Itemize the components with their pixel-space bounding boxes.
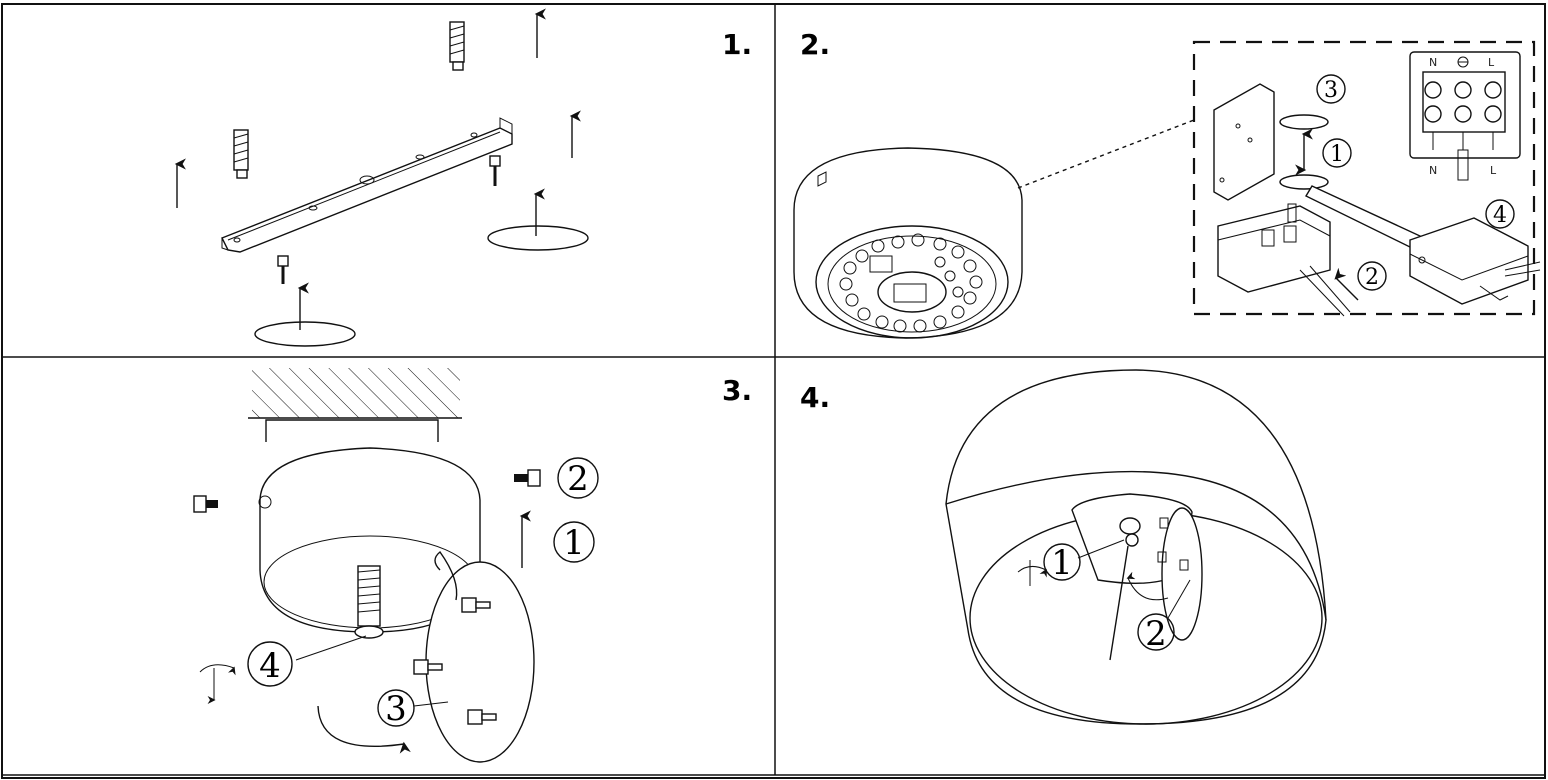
rotate-arrow-icon xyxy=(1279,174,1329,190)
wire-label-l: L xyxy=(1490,164,1497,177)
canopy xyxy=(258,447,481,639)
callout-4: 4 xyxy=(1493,203,1507,228)
rotate-arrow-icon xyxy=(1279,114,1329,130)
connector-block xyxy=(1217,203,1351,317)
side-screw-right xyxy=(514,469,541,487)
ground-symbol-icon xyxy=(1457,56,1469,68)
ceiling-plate xyxy=(1213,83,1275,201)
wire-label-n: N xyxy=(1429,164,1437,177)
step-1-number: 1. xyxy=(722,28,752,61)
canopy-base xyxy=(793,147,1023,339)
rotate-arrow-icon xyxy=(487,225,589,251)
screw-right xyxy=(489,155,501,186)
swing-arrow-icon xyxy=(1126,571,1169,601)
callout-3: 3 xyxy=(385,689,407,729)
callout-3: 3 xyxy=(1324,78,1338,103)
step-3-number: 3. xyxy=(722,374,752,407)
callout-2: 2 xyxy=(1365,265,1379,290)
step-4-number: 4. xyxy=(800,381,830,414)
terminal-cover xyxy=(1409,217,1541,305)
panel-3-canopy-mount: 2 1 4 3 xyxy=(193,368,599,763)
callout-2: 2 xyxy=(567,459,589,499)
terminal-diagram: N L N L xyxy=(1409,51,1521,181)
detail-leader-line xyxy=(1017,119,1195,189)
cover-disc xyxy=(413,550,535,763)
rotate-arrow-icon xyxy=(199,664,236,704)
leader-1 xyxy=(1077,539,1125,559)
wall-plug-left xyxy=(233,129,249,179)
step-2-number: 2. xyxy=(800,28,830,61)
terminal-label-n: N xyxy=(1429,56,1437,69)
callout-1: 1 xyxy=(1051,543,1073,583)
suspension-rod xyxy=(1109,545,1129,661)
bracket-side-view xyxy=(265,419,439,442)
panel-2-wiring: N L N L 3 1 xyxy=(793,40,1541,339)
callout-1: 1 xyxy=(563,523,585,563)
wall-plug-top xyxy=(449,21,465,71)
leader-4 xyxy=(295,635,367,661)
insert-arrow-icon xyxy=(1334,267,1359,301)
swing-arrow-icon xyxy=(317,705,411,754)
rotate-arrow-icon xyxy=(254,321,356,347)
side-screw-left xyxy=(193,495,218,513)
leader-2 xyxy=(1167,579,1191,619)
ventilation-holes xyxy=(839,233,983,333)
panel-4-shade: 1 2 xyxy=(945,369,1327,725)
screw-lower xyxy=(277,255,289,284)
detail-box xyxy=(1192,40,1536,316)
outer-frame xyxy=(1,3,1546,779)
callout-4: 4 xyxy=(259,646,281,686)
callout-1: 1 xyxy=(1330,142,1344,167)
ceiling-hatch xyxy=(252,368,460,418)
terminal-label-l: L xyxy=(1488,56,1495,69)
rotate-arrow-icon xyxy=(1017,560,1047,586)
callout-2: 2 xyxy=(1145,614,1167,654)
mounting-bracket xyxy=(221,117,513,253)
panel-1-mounting-bracket xyxy=(174,8,589,347)
inner-cover-disc xyxy=(1157,507,1203,641)
leader-3 xyxy=(413,701,449,707)
